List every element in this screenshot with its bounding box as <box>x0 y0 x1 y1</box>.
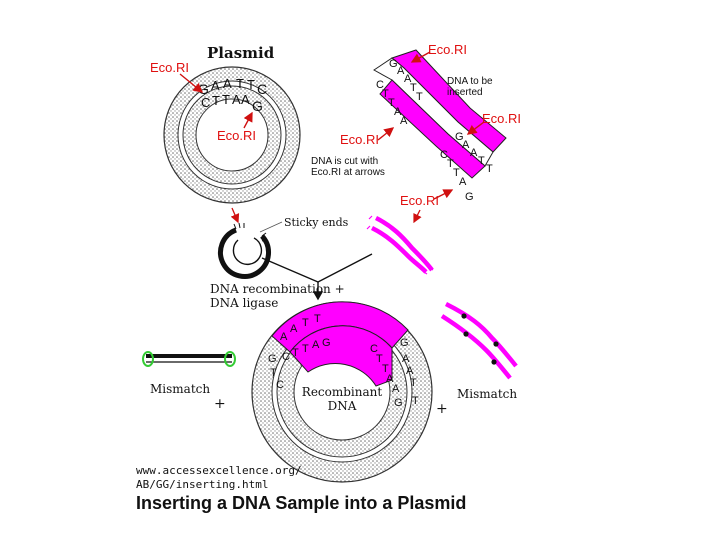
rec-seq-16: T <box>382 363 389 375</box>
arrow-to-plasmid-site-center <box>243 111 253 129</box>
frag-seq-18: T <box>453 167 460 179</box>
rec-seq-22: T <box>412 395 419 407</box>
rec-seq-2: A <box>290 323 298 335</box>
rec-seq-10: G <box>322 337 331 349</box>
mismatch-fragment <box>440 301 518 380</box>
recombination-step-line2: DNA ligase <box>210 296 278 310</box>
seq-top-2: A <box>211 78 220 93</box>
ecori-label-plasmid-center: Eco.RI <box>217 128 256 143</box>
arrow-to-fragment-bottom <box>433 189 454 200</box>
recombination-step-line1: DNA recombination + <box>210 282 345 296</box>
sticky-ends-label: Sticky ends <box>284 216 349 229</box>
frag-seq-15: T <box>486 163 493 175</box>
plasmid-site-sequence: G A A T T C C T T A A G <box>198 76 267 114</box>
fragment-sequence: G A A T T C T T A A G A A T T C T T A G <box>376 58 493 203</box>
frag-seq-1: G <box>389 58 398 70</box>
seq-top-1: G <box>198 81 209 97</box>
rec-seq-14: C <box>370 343 378 355</box>
arrow-to-fragment-left <box>377 127 395 141</box>
frag-seq-17: T <box>447 158 454 170</box>
frag-seq-2: A <box>397 65 405 77</box>
arrow-down-fragment <box>413 209 422 224</box>
frag-seq-4: T <box>410 82 417 94</box>
seq-bot-3: T <box>222 92 230 107</box>
mismatch-label-left: Mismatch <box>150 382 210 396</box>
rec-seq-4: T <box>314 313 321 325</box>
frag-seq-11: G <box>455 131 464 143</box>
frag-seq-19: A <box>459 176 467 188</box>
dna-insert-label-line2: inserted <box>447 87 483 98</box>
rec-seq-6: C <box>282 351 290 363</box>
recombinant-sequence: A A T T G C T T A G T C G C T T A A A A … <box>268 313 419 409</box>
frag-seq-14: T <box>478 155 485 167</box>
arrow-down-plasmid <box>230 207 240 224</box>
ecori-label-fragment-left: Eco.RI <box>340 132 379 147</box>
rec-seq-15: T <box>376 353 383 365</box>
rec-seq-7: T <box>292 347 299 359</box>
seq-top-5: T <box>247 77 255 92</box>
plus-left: + <box>214 396 226 412</box>
frag-seq-9: A <box>394 106 402 118</box>
rec-seq-13: G <box>400 337 409 349</box>
rec-seq-3: T <box>302 317 309 329</box>
seq-bot-1: C <box>201 95 210 110</box>
frag-seq-3: A <box>404 73 412 85</box>
arrow-to-plasmid-site <box>179 73 204 93</box>
ecori-label-fragment-right: Eco.RI <box>482 111 521 126</box>
rec-seq-8: T <box>302 343 309 355</box>
seq-bot-6: G <box>252 98 263 114</box>
rec-seq-21: T <box>410 377 417 389</box>
rec-seq-23: G <box>394 397 403 409</box>
arrow-to-fragment-right <box>466 121 485 135</box>
mismatch-plasmid <box>142 351 236 367</box>
rec-seq-20: A <box>406 365 414 377</box>
ecori-label-fragment-top: Eco.RI <box>428 42 467 57</box>
diagram-caption: Inserting a DNA Sample into a Plasmid <box>136 493 466 513</box>
frag-seq-8: T <box>388 97 395 109</box>
rec-seq-5: G <box>268 353 277 365</box>
frag-seq-10: A <box>400 115 408 127</box>
rec-seq-1: A <box>280 331 288 343</box>
mismatch-label-right: Mismatch <box>457 387 517 401</box>
plus-right: + <box>436 401 448 417</box>
seq-top-3: A <box>223 76 232 91</box>
seq-top-4: T <box>236 76 244 91</box>
open-plasmid-small <box>218 222 271 279</box>
seq-bot-4: A <box>232 92 241 107</box>
frag-seq-6: C <box>376 79 384 91</box>
recombinant-label-line1: Recombinant <box>302 385 383 399</box>
arrow-to-fragment-top <box>410 51 431 63</box>
rec-seq-12: C <box>276 379 284 391</box>
plasmid-title: Plasmid <box>207 44 275 62</box>
ecori-label-fragment-bottom: Eco.RI <box>400 193 439 208</box>
rec-seq-19: A <box>402 353 410 365</box>
rec-seq-17: A <box>386 373 394 385</box>
frag-seq-16: C <box>440 149 448 161</box>
frag-seq-13: A <box>470 147 478 159</box>
seq-bot-2: T <box>212 93 220 108</box>
dna-insert-label-line1: DNA to be <box>447 76 493 87</box>
sticky-ends-leader <box>259 221 283 233</box>
seq-top-6: C <box>257 81 267 97</box>
frag-seq-7: T <box>382 88 389 100</box>
source-url-line1: www.accessexcellence.org/ <box>136 464 302 477</box>
seq-bot-5: A <box>241 92 250 107</box>
rec-seq-11: T <box>270 367 277 379</box>
cut-fragment-small <box>366 215 434 275</box>
inserted-dna-segment <box>271 301 409 387</box>
merge-lines <box>261 253 373 301</box>
frag-seq-20: G <box>465 191 474 203</box>
cut-note-line2: Eco.RI at arrows <box>311 167 385 178</box>
source-url-line2: AB/GG/inserting.html <box>136 478 268 491</box>
rec-seq-9: A <box>312 339 320 351</box>
recombinant-label-line2: DNA <box>328 399 357 413</box>
ecori-label-plasmid-left: Eco.RI <box>150 60 189 75</box>
frag-seq-5: T <box>416 91 423 103</box>
rec-seq-18: A <box>392 383 400 395</box>
cut-note-line1: DNA is cut with <box>311 156 378 167</box>
frag-seq-12: A <box>462 139 470 151</box>
